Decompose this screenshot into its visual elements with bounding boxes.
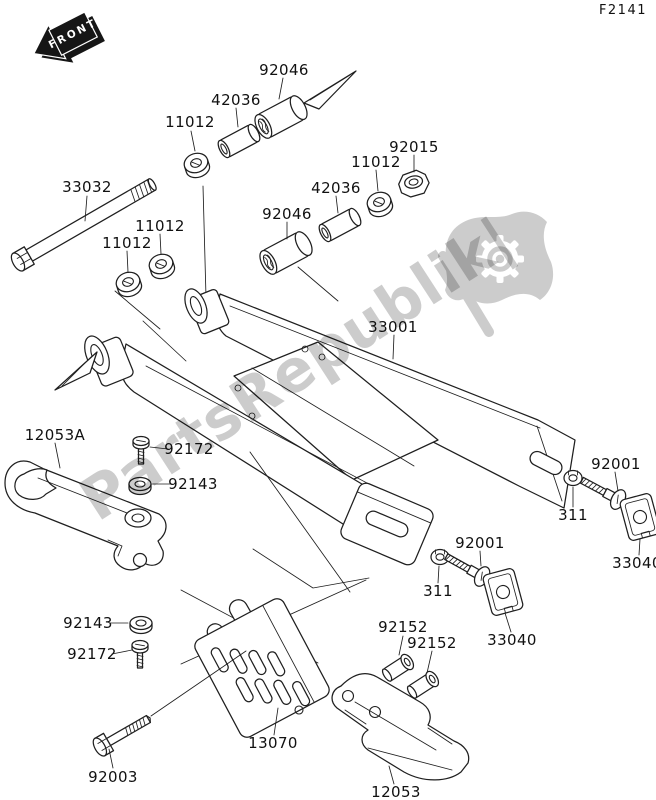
part-label-12053: 12053: [371, 783, 421, 800]
part-label-92152: 92152: [407, 634, 457, 652]
part-label-92001: 92001: [591, 455, 641, 473]
watermark-flag-logo: [438, 211, 554, 337]
gear-icon: [476, 235, 524, 283]
pivot-shaft-33032: [10, 178, 157, 272]
chain-slider-12053a: [4, 460, 167, 571]
assembly-guide-lines: [114, 185, 339, 362]
part-label-92046: 92046: [259, 61, 309, 79]
part-label-33040: 33040: [612, 554, 656, 572]
part-label-92172: 92172: [67, 645, 117, 663]
swingarm-33001: [84, 288, 576, 566]
part-label-11012: 11012: [351, 153, 401, 171]
part-label-92143: 92143: [168, 475, 218, 493]
part-label-33040: 33040: [487, 631, 537, 649]
part-label-92172: 92172: [164, 440, 214, 458]
part-label-33032: 33032: [62, 178, 112, 196]
nut-92015: [398, 169, 430, 198]
part-label-92143: 92143: [63, 614, 113, 632]
part-label-42036: 42036: [211, 91, 261, 109]
part-label-11012: 11012: [102, 234, 152, 252]
part-label-92003: 92003: [88, 768, 138, 786]
part-label-13070: 13070: [248, 734, 298, 752]
part-label-92001: 92001: [455, 534, 505, 552]
part-label-42036: 42036: [311, 179, 361, 197]
direction-arrows: [54, 70, 357, 391]
part-label-92046: 92046: [262, 205, 312, 223]
diagram-code: F2141: [598, 3, 647, 18]
part-label-311: 311: [558, 506, 588, 524]
pointer-lines: [180, 451, 370, 665]
part-label-311: 311: [423, 582, 453, 600]
part-label-33001: 33001: [368, 318, 418, 336]
front-arrow-icon: [32, 11, 105, 63]
bracket-13070: [194, 598, 330, 738]
leader-lines: [54, 77, 641, 785]
part-label-92015: 92015: [389, 138, 439, 156]
part-label-11012: 11012: [135, 217, 185, 235]
part-label-92152: 92152: [378, 618, 428, 636]
part-label-12053A: 12053A: [24, 426, 86, 444]
part-label-11012: 11012: [165, 113, 215, 131]
